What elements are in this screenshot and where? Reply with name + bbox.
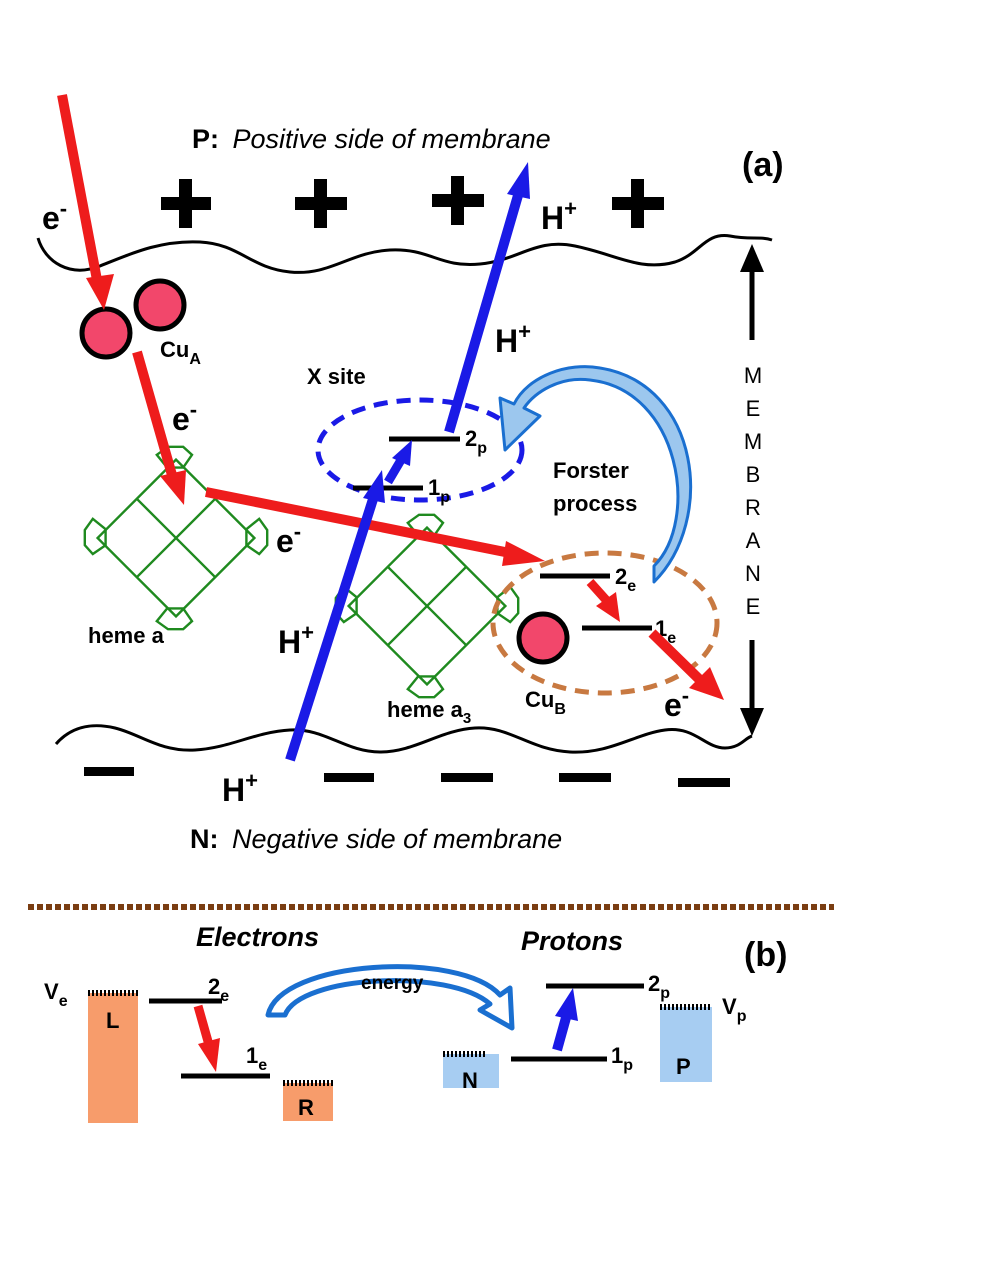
cu-b-label: CuB <box>525 687 566 718</box>
panel-a-label: (a) <box>742 146 784 184</box>
electron-arrowhead <box>86 274 114 310</box>
protons-title: Protons <box>521 926 623 956</box>
reservoir-r <box>283 1083 333 1121</box>
proton-label: H+ <box>278 620 314 660</box>
plus-sign <box>432 176 484 225</box>
x-site-ellipse <box>315 397 525 503</box>
proton-arrow-out <box>444 190 524 434</box>
plus-sign <box>161 179 211 228</box>
membrane-axis: M E M B R A N E <box>740 244 764 736</box>
minus-sign <box>678 778 730 787</box>
b-proton-arrow <box>552 1012 572 1052</box>
b-electron-arrowhead <box>198 1038 220 1072</box>
forster-label-line-2: process <box>553 491 637 516</box>
panel-a: P: Positive side of membrane (a) M E M B <box>36 94 784 854</box>
level-2p-label: 2p <box>465 426 487 457</box>
membrane-letter: M <box>744 363 762 388</box>
positive-charges <box>161 176 664 228</box>
electron-arrow-2e-1e <box>586 578 611 605</box>
cu-a-atom-1 <box>79 306 133 360</box>
membrane-letter: R <box>745 495 761 520</box>
proton-label: H+ <box>495 319 531 359</box>
proton-arrow-in <box>285 494 379 762</box>
proton-arrowhead <box>363 470 385 503</box>
membrane-letter: N <box>745 561 761 586</box>
b-level-1p-label: 1p <box>611 1043 633 1074</box>
electron-arrowhead <box>689 667 724 700</box>
electron-arrow-in <box>57 94 102 281</box>
panel-b-label: (b) <box>744 936 787 974</box>
cu-b-ellipse <box>490 550 720 696</box>
minus-sign <box>441 773 493 782</box>
heme-a-label: heme a <box>88 623 165 648</box>
proton-arrowhead <box>392 440 412 466</box>
electron-label: e- <box>42 196 67 236</box>
panel-b: Electrons Protons (b) L Ve R 2e 1e energ… <box>44 922 787 1123</box>
plus-sign <box>612 179 664 228</box>
level-2e-label: 2e <box>615 564 636 595</box>
vp-label: Vp <box>722 994 747 1025</box>
minus-sign <box>324 773 374 782</box>
membrane-letter: M <box>744 429 762 454</box>
electron-label: e- <box>664 683 689 723</box>
proton-label: H+ <box>541 196 577 236</box>
b-level-1e-label: 1e <box>246 1043 267 1074</box>
forster-arrow <box>498 365 692 584</box>
energy-label: energy <box>361 973 424 994</box>
electron-path <box>57 94 724 700</box>
reservoir-p-label: P <box>676 1054 691 1079</box>
electron-arrowhead <box>160 470 186 505</box>
electron-label: e- <box>276 519 301 559</box>
membrane-letter: E <box>746 396 761 421</box>
electron-arrowhead <box>502 541 545 566</box>
electron-arrow-heme-2e <box>205 487 511 558</box>
plus-sign <box>295 179 347 228</box>
membrane-top-line <box>36 234 773 274</box>
b-level-2p-label: 2p <box>648 971 670 1002</box>
cu-a-atom-2 <box>133 278 187 332</box>
b-level-2e-label: 2e <box>208 974 229 1005</box>
reservoir-p <box>660 1007 712 1082</box>
reservoir-n <box>443 1054 499 1088</box>
membrane-bottom-line <box>54 724 753 754</box>
reservoir-r-label: R <box>298 1095 314 1120</box>
membrane-letter: A <box>746 528 761 553</box>
electrons-title: Electrons <box>196 922 319 952</box>
membrane-label: M E M B R A N E <box>744 363 762 619</box>
cu-b-atom <box>516 611 570 665</box>
level-1p-label: 1p <box>428 475 450 506</box>
ve-label: Ve <box>44 979 68 1010</box>
minus-sign <box>559 773 611 782</box>
cu-a-label: CuA <box>160 337 201 368</box>
proton-arrow-1p-2p <box>384 457 405 485</box>
minus-sign <box>84 767 134 776</box>
proton-arrowhead <box>507 162 530 199</box>
proton-label: H+ <box>222 768 258 808</box>
electron-arrowhead <box>596 592 620 622</box>
proton-path <box>285 162 530 762</box>
b-proton-arrowhead <box>555 988 578 1021</box>
negative-charges <box>84 767 730 787</box>
electron-arrow-cua-heme <box>132 350 177 477</box>
electron-label: e- <box>172 397 197 437</box>
forster-label-line-1: Forster <box>553 458 629 483</box>
reservoir-n-label: N <box>462 1068 478 1093</box>
membrane-letter: E <box>746 594 761 619</box>
energy-arrow <box>265 964 515 1031</box>
reservoir-l <box>88 993 138 1123</box>
p-side-title: P: Positive side of membrane <box>192 124 551 154</box>
membrane-letter: B <box>746 462 761 487</box>
electron-arrow-out <box>648 629 704 684</box>
n-side-title: N: Negative side of membrane <box>190 824 562 854</box>
heme-a3-label: heme a3 <box>387 697 471 727</box>
x-site-label: X site <box>307 364 366 389</box>
b-electron-arrow <box>193 1004 214 1047</box>
reservoir-l-label: L <box>106 1008 119 1033</box>
